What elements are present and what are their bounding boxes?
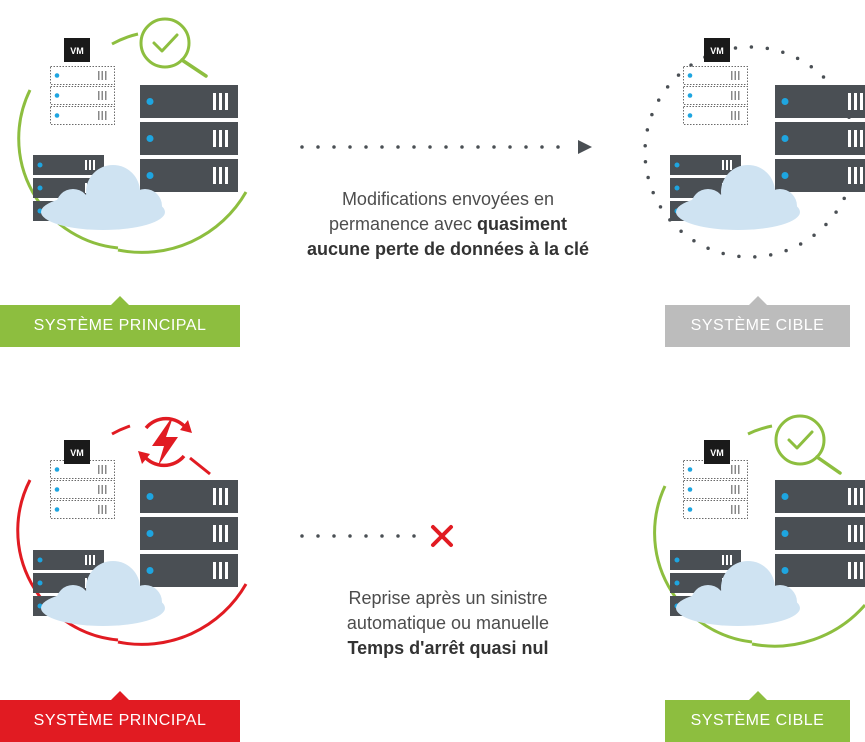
bottom-left-red-arc (16, 479, 119, 642)
top-left-vm-stack (50, 66, 115, 125)
bottom-right-green-arc-top (747, 424, 773, 436)
bottom-left-system-label: SYSTÈME PRINCIPAL (0, 691, 240, 742)
bottom-right-big-server (775, 480, 865, 587)
bottom-left-vm-text: VM (70, 448, 84, 458)
top-right-big-server (775, 85, 865, 192)
bottom-right-vm-stack (683, 460, 748, 519)
bottom-caption-line1: Reprise après un sinistre (348, 588, 548, 608)
top-caption-line1: Modifications envoyées en (341, 189, 555, 209)
bottom-right-green-arc (653, 485, 753, 644)
bottom-right-system-label: SYSTÈME CIBLE (665, 691, 850, 742)
bottom-caption: Reprise après un sinistre automatique ou… (268, 586, 628, 661)
bottom-caption-line2: automatique ou manuelle (346, 613, 550, 633)
top-right-system-label: SYSTÈME CIBLE (665, 296, 850, 347)
bottom-left-vm-badge (64, 440, 90, 464)
top-right-vm-stack (683, 66, 748, 125)
top-left-check-magnifier-icon (139, 17, 208, 78)
bottom-right-check-magnifier-icon (774, 414, 842, 475)
cross-icon (431, 525, 453, 547)
top-left-big-server (140, 85, 238, 192)
bottom-left-big-server (140, 480, 238, 587)
top-left-vm-badge (64, 38, 90, 62)
top-caption-line2-plain: permanence avec (328, 214, 478, 234)
bottom-left-vm-stack (50, 460, 115, 519)
top-right-system: VM (643, 38, 865, 259)
bottom-right-green-arc-bottom (751, 604, 865, 648)
top-left-green-arc-bottom (117, 191, 248, 254)
top-caption-line2-bold: quasiment (477, 214, 568, 234)
bottom-left-lightning-failure-icon (138, 415, 211, 476)
top-right-vm-text: VM (710, 46, 724, 56)
bottom-left-red-arc-bottom (117, 583, 248, 646)
bottom-left-system: VM (16, 415, 248, 646)
bottom-right-vm-text: VM (710, 448, 724, 458)
top-left-system: VM (17, 17, 248, 254)
top-left-vm-text: VM (70, 46, 84, 56)
top-dotted-arrow-icon (300, 140, 592, 154)
bottom-left-red-arc-top (111, 424, 131, 436)
top-caption-line3-bold: aucune perte de données à la clé (306, 239, 590, 259)
top-left-green-arc (17, 89, 119, 250)
top-right-vm-badge (704, 38, 730, 62)
bottom-right-vm-badge (704, 440, 730, 464)
bottom-caption-line3: Temps d'arrêt quasi nul (268, 636, 628, 661)
top-caption-line2: permanence avec quasiment (268, 212, 628, 237)
top-left-green-arc-top (111, 32, 139, 46)
bottom-failed-transfer (300, 525, 453, 547)
top-left-system-label: SYSTÈME PRINCIPAL (0, 296, 240, 347)
bottom-caption-line3-bold: Temps d'arrêt quasi nul (347, 638, 549, 658)
top-caption-line3: aucune perte de données à la clé (268, 237, 628, 262)
top-caption: Modifications envoyées en permanence ave… (268, 187, 628, 262)
bottom-right-system: VM (653, 414, 865, 648)
